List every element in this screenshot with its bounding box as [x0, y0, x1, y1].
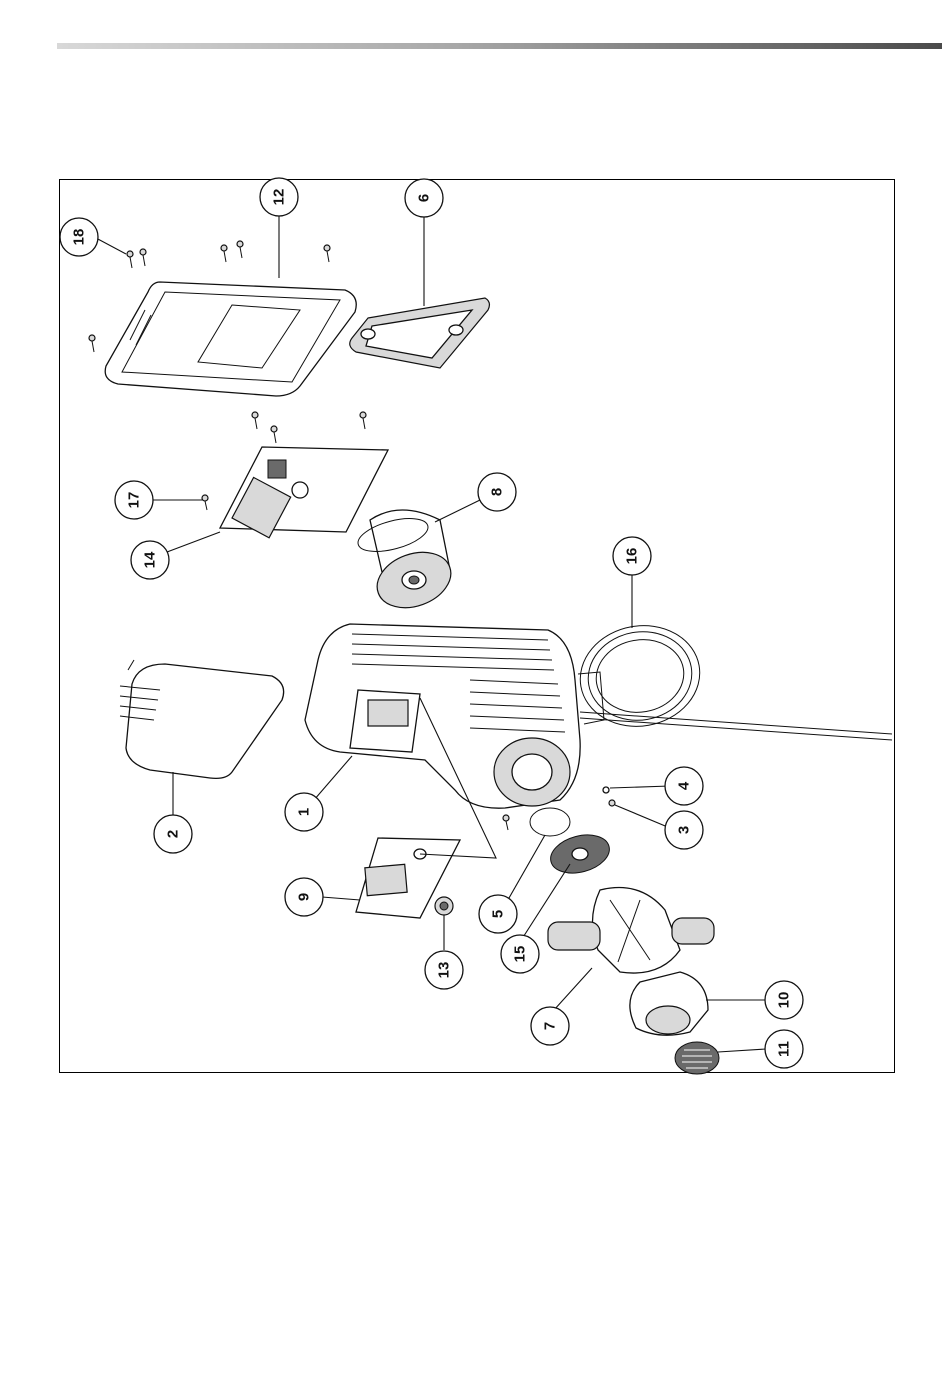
- callout-11: 11: [765, 1030, 803, 1068]
- svg-text:10: 10: [776, 992, 793, 1009]
- svg-text:18: 18: [71, 229, 88, 246]
- svg-text:9: 9: [296, 893, 313, 901]
- svg-text:13: 13: [436, 962, 453, 979]
- callout-13: 13: [425, 951, 463, 989]
- callout-6: 6: [405, 179, 443, 217]
- power-cable: [572, 616, 892, 740]
- callout-12: 12: [260, 178, 298, 216]
- svg-text:3: 3: [676, 826, 693, 834]
- svg-text:17: 17: [126, 492, 143, 509]
- svg-text:2: 2: [165, 830, 182, 838]
- callout-4: 4: [665, 767, 703, 805]
- callout-5: 5: [479, 895, 517, 933]
- pump-housing: [305, 624, 604, 808]
- rear-cover: [105, 282, 356, 396]
- circuit-board: [220, 447, 388, 538]
- svg-text:6: 6: [416, 194, 433, 202]
- front-cover: [120, 660, 284, 778]
- callout-8: 8: [478, 473, 516, 511]
- callout-15: 15: [501, 935, 539, 973]
- intake-grille: [675, 1042, 719, 1074]
- callout-7: 7: [531, 1007, 569, 1045]
- svg-text:14: 14: [142, 551, 159, 568]
- svg-text:12: 12: [271, 189, 288, 206]
- motor-rotor: [355, 510, 459, 617]
- cover-gasket: [350, 298, 490, 368]
- selector-knob: [435, 897, 453, 915]
- callout-17: 17: [115, 481, 153, 519]
- thrust-washer: [546, 829, 613, 879]
- svg-text:11: 11: [776, 1041, 793, 1057]
- pump-chamber: [548, 888, 714, 974]
- svg-text:1: 1: [296, 808, 313, 816]
- callout-16: 16: [613, 537, 651, 575]
- svg-text:7: 7: [542, 1022, 559, 1030]
- callout-2: 2: [154, 815, 192, 853]
- svg-text:8: 8: [489, 488, 506, 496]
- front-cap: [630, 972, 708, 1035]
- callout-1: 1: [285, 793, 323, 831]
- svg-text:15: 15: [512, 946, 529, 963]
- o-ring: [530, 808, 570, 836]
- callout-10: 10: [765, 981, 803, 1019]
- svg-text:16: 16: [624, 548, 641, 565]
- callout-3: 3: [665, 811, 703, 849]
- svg-text:4: 4: [676, 781, 693, 790]
- svg-text:5: 5: [490, 910, 507, 918]
- callout-9: 9: [285, 878, 323, 916]
- callout-18: 18: [60, 218, 98, 256]
- callout-14: 14: [131, 541, 169, 579]
